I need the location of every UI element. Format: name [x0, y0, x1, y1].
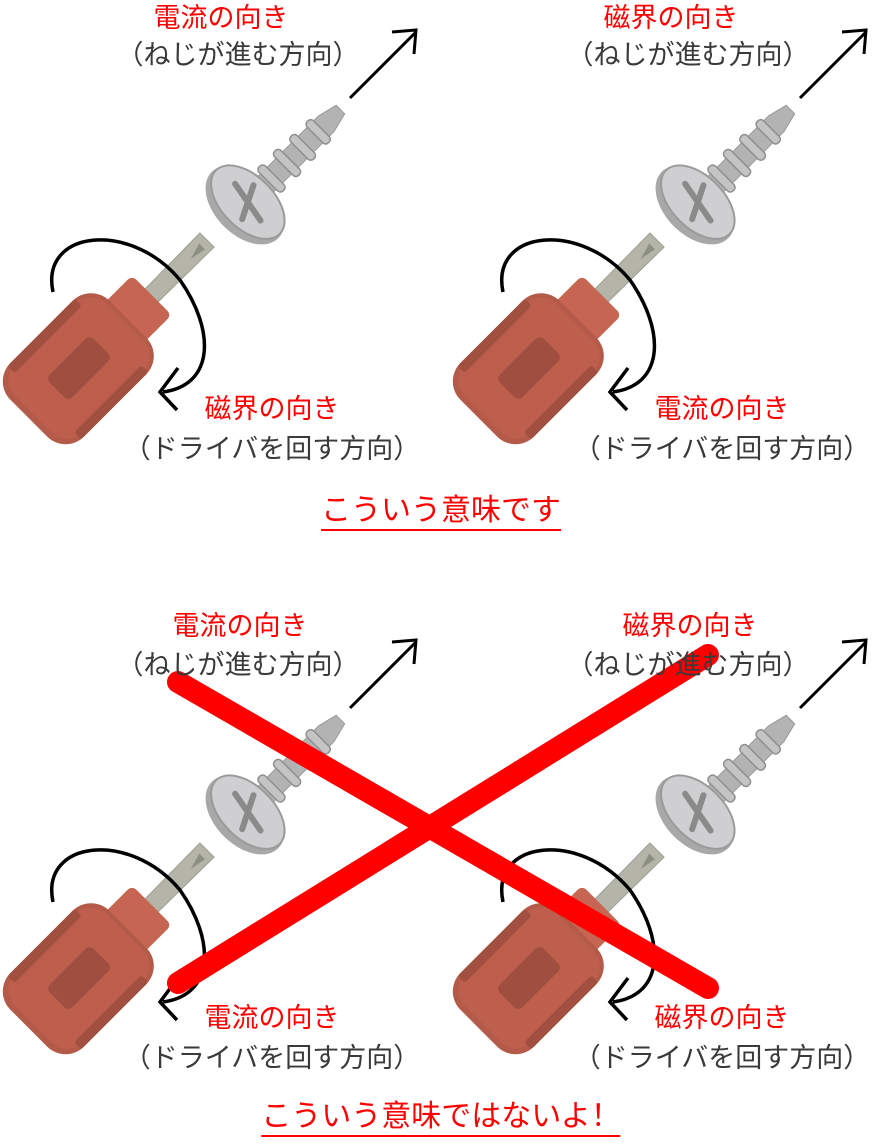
screw-screwdriver-4: [442, 640, 866, 1065]
panel3-bottom-sub: （ドライバを回す方向）: [123, 1043, 421, 1074]
caption-wrong: こういう意味ではないよ！: [261, 1099, 621, 1137]
panel1-bottom-label: 磁界の向き: [204, 394, 340, 425]
panel2-top-label: 磁界の向き: [603, 3, 739, 34]
screw-screwdriver-2: [442, 30, 866, 455]
panel4-bottom-sub: （ドライバを回す方向）: [573, 1043, 871, 1074]
panel3-top-sub: （ねじが進む方向）: [116, 650, 360, 681]
panel1-top-sub: （ねじが進む方向）: [116, 40, 360, 71]
caption-correct: こういう意味です: [321, 493, 561, 531]
cross-mark: [167, 644, 719, 999]
screw-screwdriver-1: [0, 30, 416, 455]
panel2-bottom-label: 電流の向き: [654, 394, 790, 425]
panel1-top-label: 電流の向き: [153, 3, 289, 34]
panel4-top-label: 磁界の向き: [622, 611, 758, 642]
panel2-bottom-sub: （ドライバを回す方向）: [573, 434, 871, 465]
panel4-bottom-label: 磁界の向き: [654, 1003, 790, 1034]
panel1-bottom-sub: （ドライバを回す方向）: [123, 434, 421, 465]
panel4-top-sub: （ねじが進む方向）: [566, 650, 810, 681]
panel3-top-label: 電流の向き: [172, 611, 308, 642]
panel2-top-sub: （ねじが進む方向）: [566, 40, 810, 71]
panel3-bottom-label: 電流の向き: [204, 1003, 340, 1034]
